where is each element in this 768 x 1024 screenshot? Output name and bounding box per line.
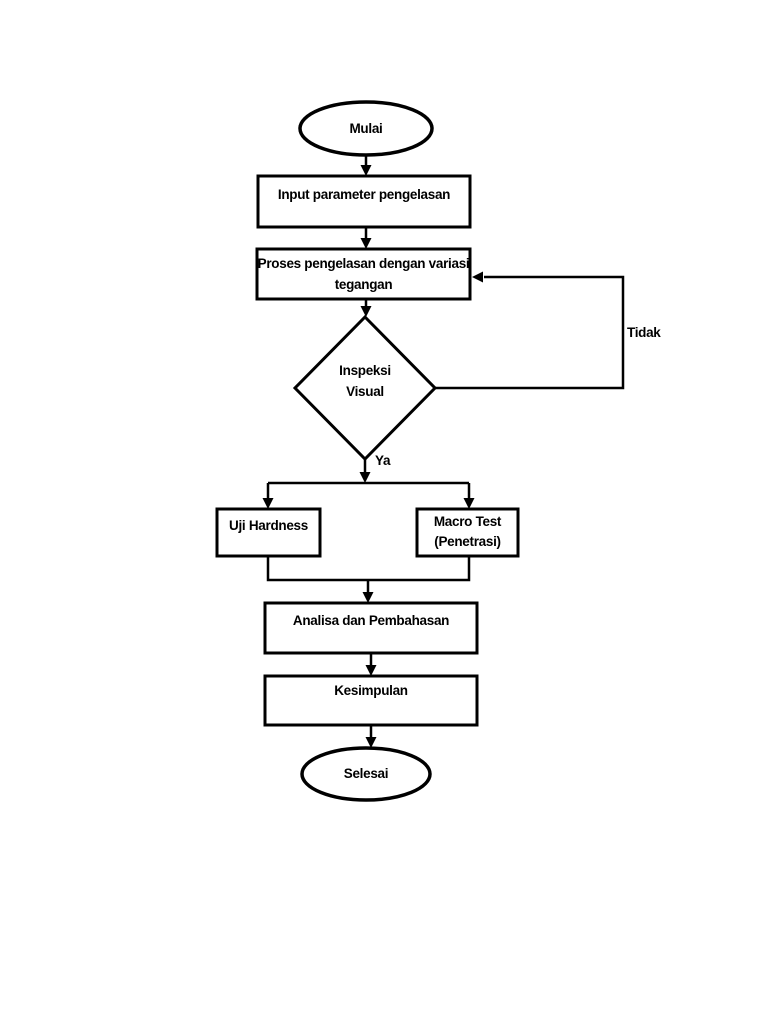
selesai-label: Selesai	[343, 766, 389, 781]
arrowhead-into-macro	[463, 498, 475, 509]
edge-tidak-loop	[435, 275, 625, 390]
macro-label: Macro Test (Penetrasi)	[417, 512, 518, 552]
arrowhead-into-inspeksi	[360, 306, 372, 317]
input-process-shape	[256, 174, 472, 229]
edge-label-tidak: Tidak	[627, 325, 661, 340]
inspeksi-label-line2: Visual	[346, 384, 384, 399]
proses-label-line2: tegangan	[334, 277, 393, 292]
arrowhead-ya-into-split	[359, 472, 371, 483]
macro-label-line2: (Penetrasi)	[434, 534, 501, 549]
mulai-label: Mulai	[349, 121, 383, 136]
inspeksi-label: Inspeksi Visual	[295, 360, 435, 402]
arrowhead-into-analisa	[362, 592, 374, 603]
arrowhead-into-input	[360, 165, 372, 176]
proses-label: Proses pengelasan dengan variasi teganga…	[257, 253, 470, 295]
macro-process-shape	[415, 507, 520, 558]
kesimpulan-process-shape	[263, 674, 479, 727]
macro-label-line1: Macro Test	[433, 514, 502, 529]
kesimpulan-label: Kesimpulan	[334, 683, 408, 698]
arrowhead-into-kesimpulan	[365, 665, 377, 676]
arrowhead-tidak-into-proses	[472, 271, 483, 283]
selesai-terminator-shape	[300, 746, 432, 802]
mulai-terminator-shape	[298, 100, 434, 157]
analisa-process-shape	[263, 601, 479, 655]
inspeksi-label-line1: Inspeksi	[339, 363, 391, 378]
uji-process-shape	[215, 507, 322, 558]
analisa-label: Analisa dan Pembahasan	[292, 613, 450, 628]
input-label: Input parameter pengelasan	[277, 187, 451, 202]
uji-label: Uji Hardness	[229, 518, 308, 533]
arrowhead-into-uji	[262, 498, 274, 509]
proses-process-shape	[255, 247, 472, 301]
proses-label-line1: Proses pengelasan dengan variasi	[257, 256, 470, 271]
arrowhead-into-selesai	[365, 737, 377, 748]
arrowhead-into-proses	[360, 238, 372, 249]
merge-bar	[266, 556, 471, 582]
edge-label-ya: Ya	[375, 453, 391, 468]
inspeksi-decision-shape	[292, 314, 438, 462]
